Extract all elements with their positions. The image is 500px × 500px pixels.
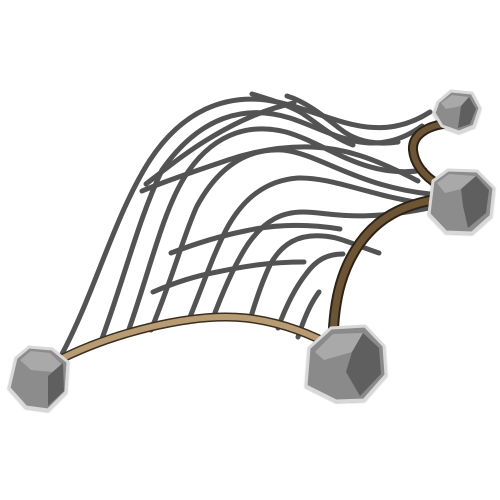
top-right-stone xyxy=(432,89,482,134)
net-strand xyxy=(97,110,425,347)
middle-right-stone xyxy=(427,168,496,235)
net-strand xyxy=(143,100,297,187)
rope-bottom-outline xyxy=(50,312,343,367)
net-strand xyxy=(59,96,433,357)
net-strand xyxy=(139,144,421,194)
net-strand xyxy=(275,251,346,331)
stones xyxy=(7,89,496,412)
net-strand xyxy=(284,93,401,146)
rope-frame xyxy=(50,119,448,367)
center-stone xyxy=(304,324,388,403)
net-strands xyxy=(59,91,441,357)
net-strand xyxy=(249,91,356,148)
net-strand xyxy=(150,259,307,295)
rope-bottom xyxy=(52,314,341,365)
left-stone xyxy=(7,345,70,412)
net-strand xyxy=(148,147,433,333)
net-strand xyxy=(168,223,343,256)
net-strand xyxy=(247,233,382,323)
net-strand xyxy=(185,175,437,325)
net-strand xyxy=(210,203,441,321)
net-strand xyxy=(124,126,428,338)
rope-right xyxy=(329,195,442,344)
rope-top xyxy=(410,121,446,188)
